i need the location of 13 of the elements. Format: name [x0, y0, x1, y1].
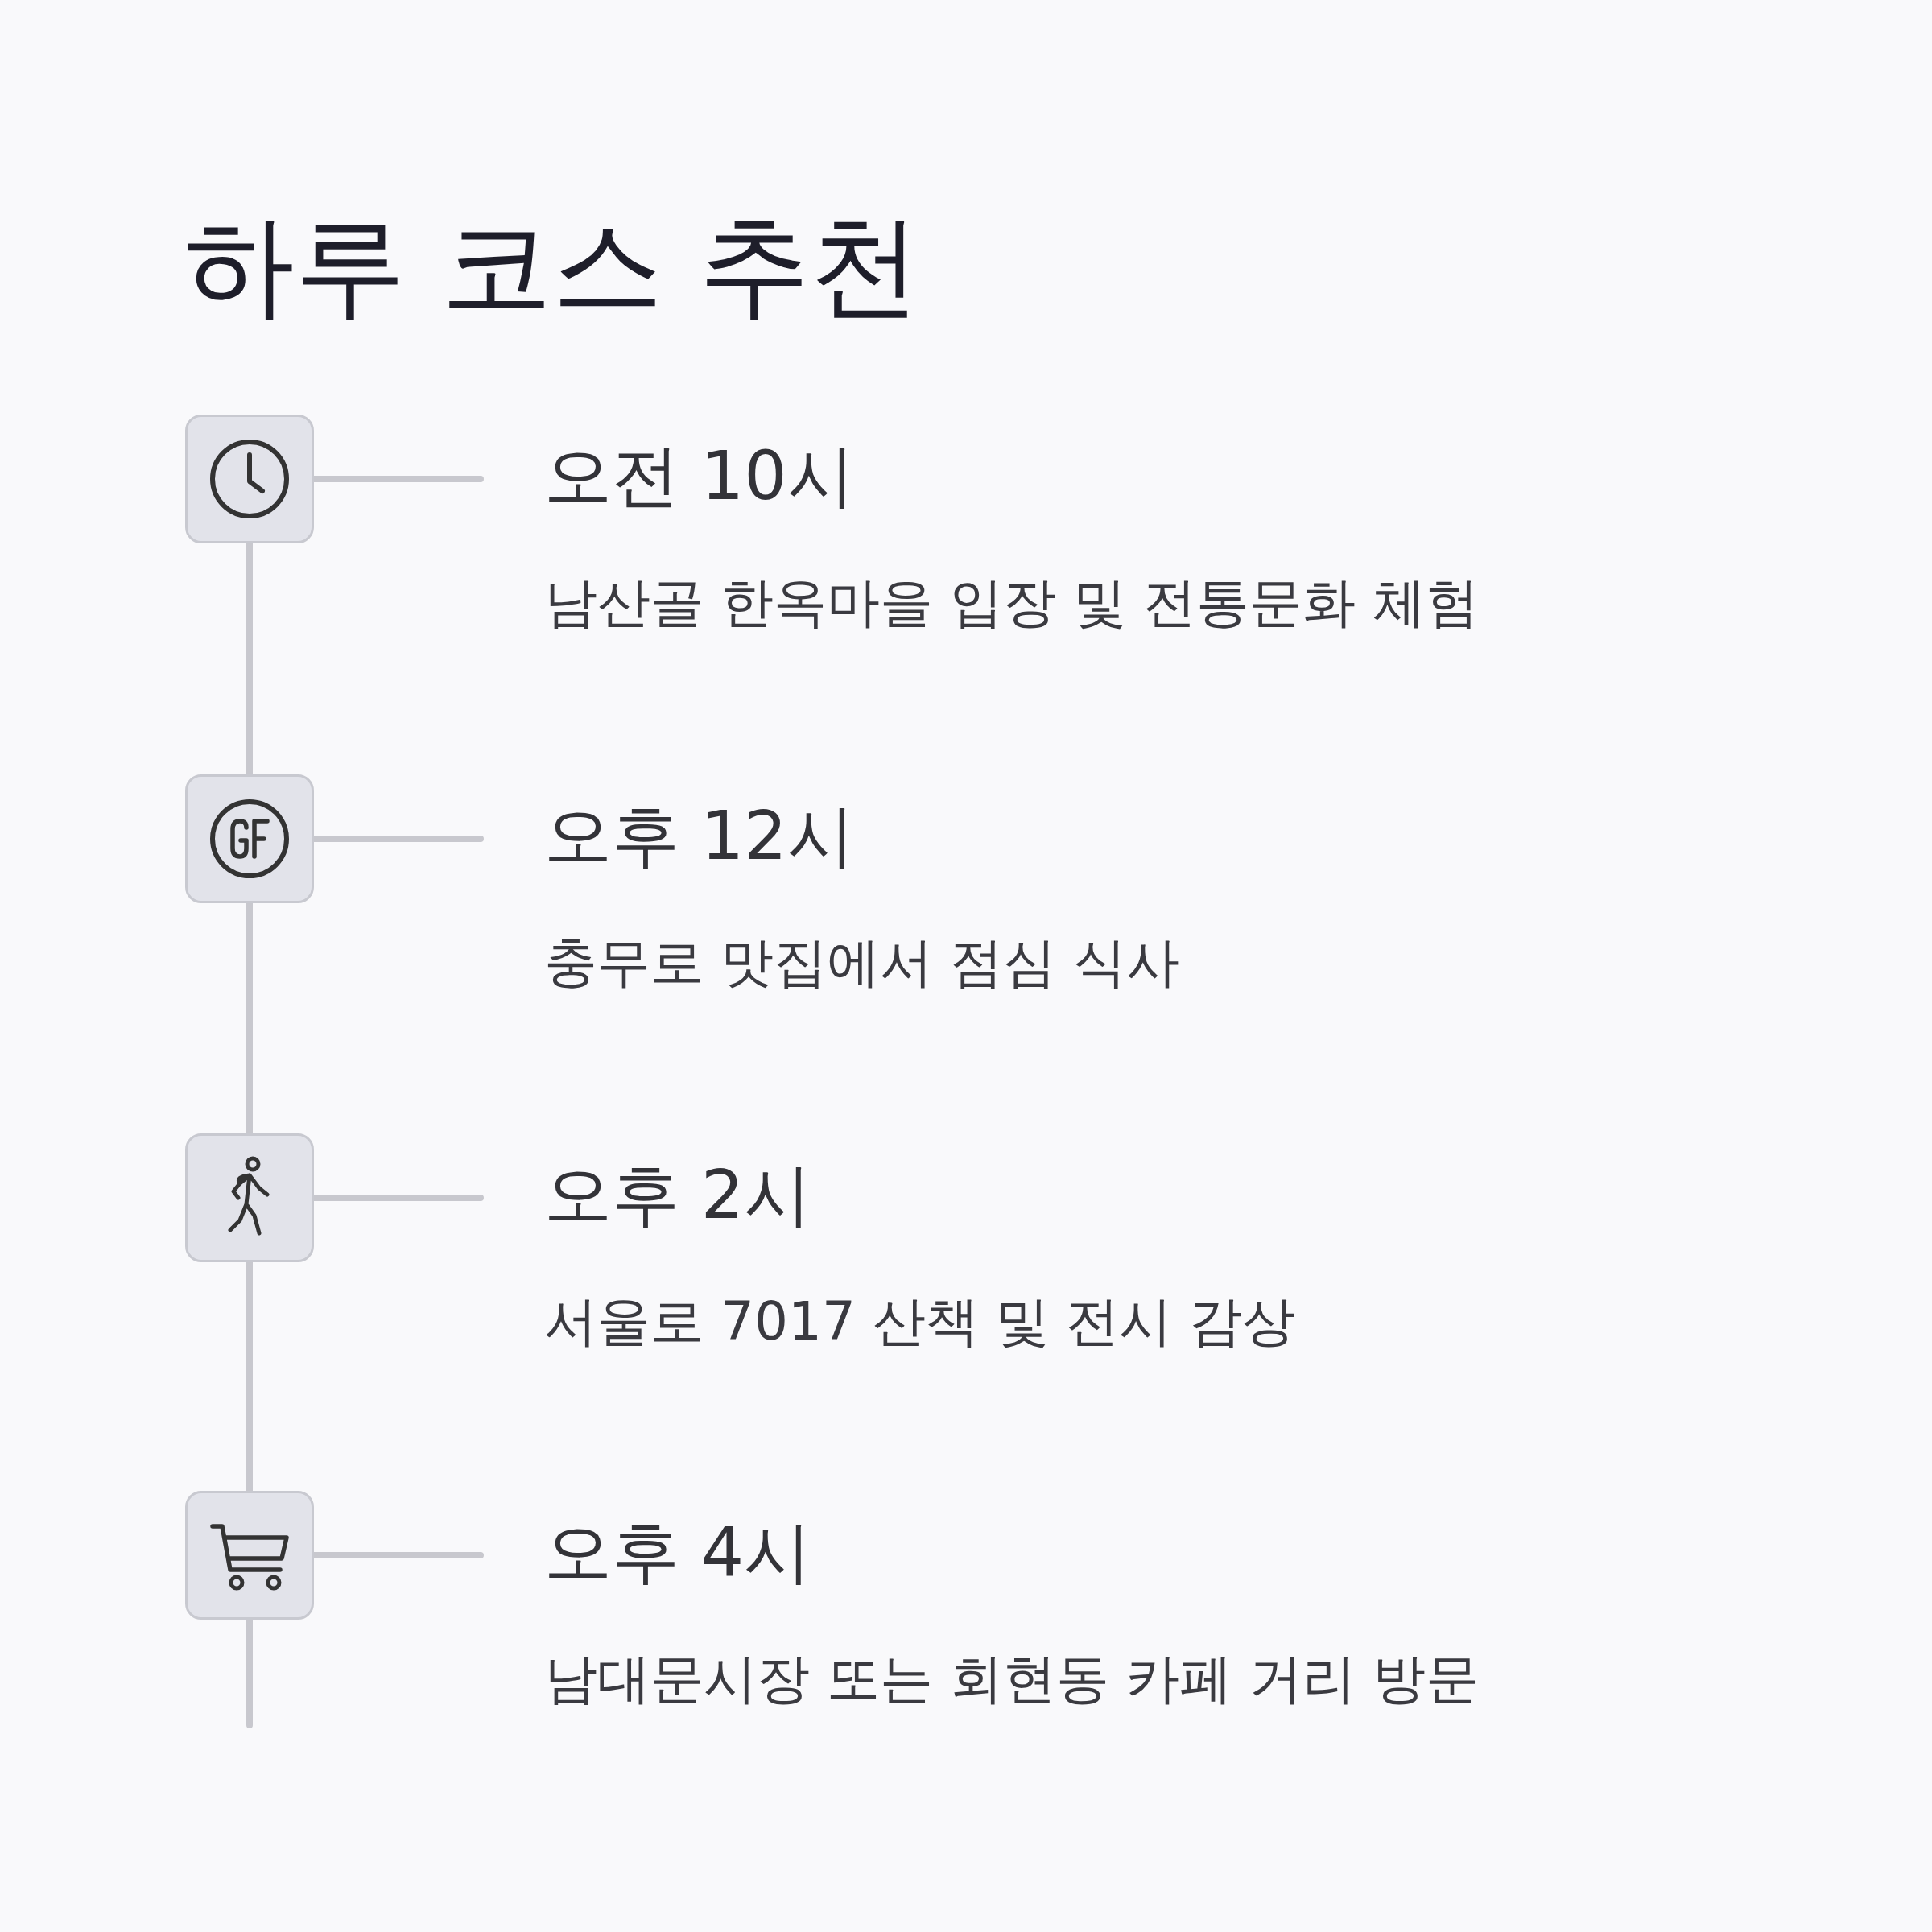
- title: 하루 코스 추천: [184, 205, 921, 328]
- activity-text: 남대문시장 또는 회현동 카페 거리 방문: [544, 1647, 1479, 1711]
- icon-box: [185, 774, 314, 903]
- time-label: 오후 2시: [544, 1158, 813, 1232]
- time-label: 오전 10시: [544, 439, 856, 514]
- icon-box: [185, 1491, 314, 1620]
- icon-box: [185, 415, 314, 543]
- time-label: 오후 12시: [544, 799, 856, 873]
- time-label: 오후 4시: [544, 1515, 813, 1590]
- icon-box: [185, 1133, 314, 1262]
- activity-text: 남산골 한옥마을 입장 및 전통문화 체험: [544, 571, 1479, 635]
- activity-text: 서울로 7017 산책 및 전시 감상: [544, 1290, 1295, 1354]
- activity-text: 충무로 맛집에서 점심 식사: [544, 931, 1179, 995]
